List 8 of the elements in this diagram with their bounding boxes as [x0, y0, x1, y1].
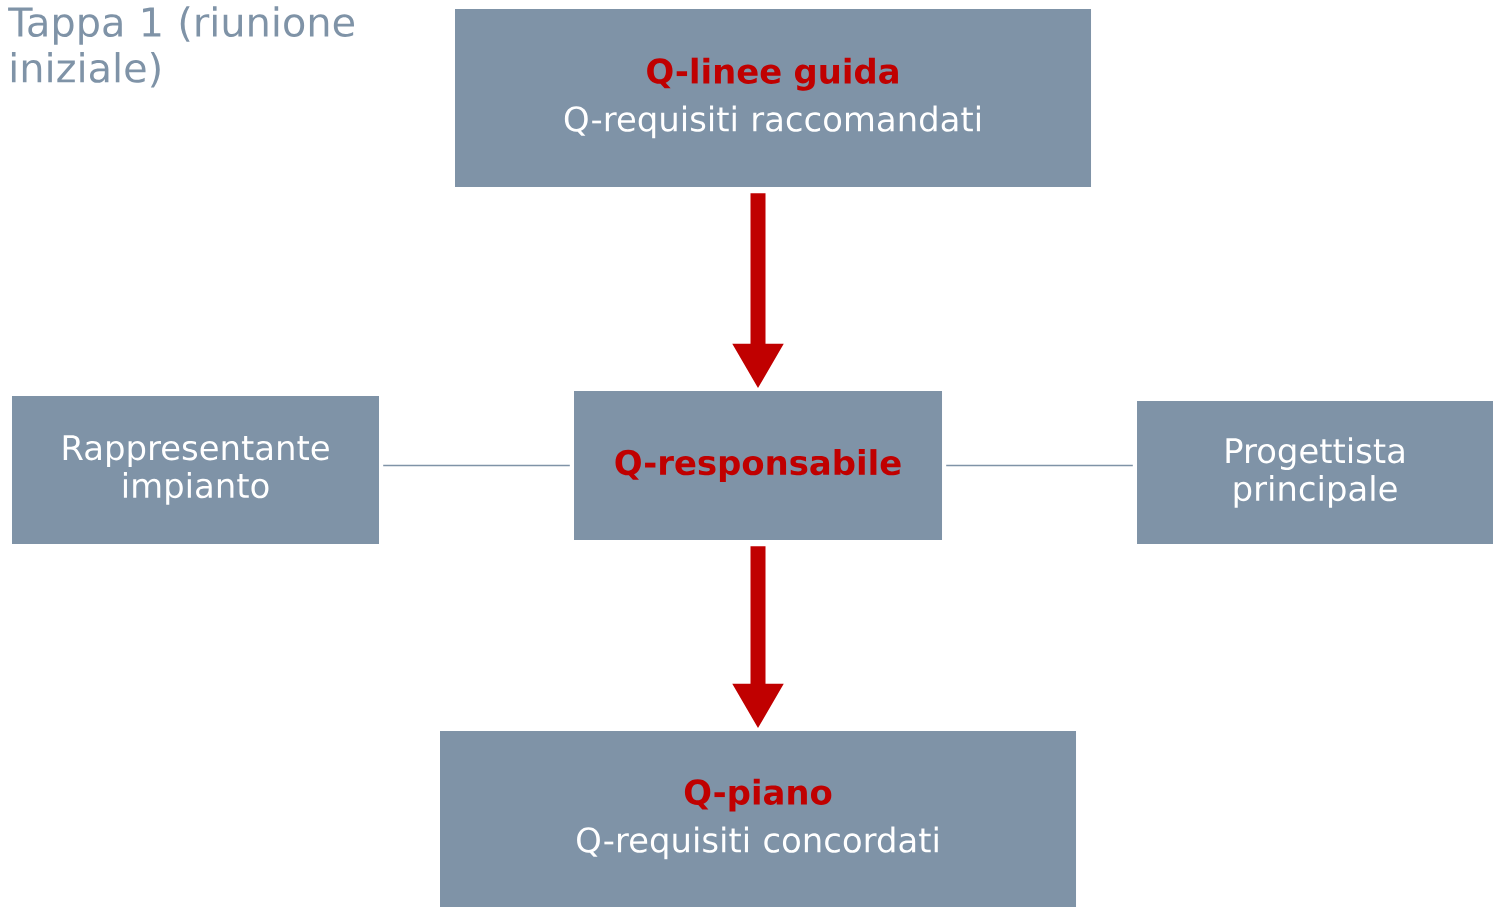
connector-line	[382, 464, 571, 467]
process-box: Q-linee guida Q-requisiti raccomandati	[455, 9, 1091, 187]
connector-line	[945, 464, 1134, 467]
process-box: Q-responsabile	[574, 391, 942, 540]
process-box: Q-piano Q-requisiti concordati	[440, 731, 1076, 907]
title: Tappa 1 (riunione iniziale)	[8, 6, 354, 88]
process-box: Rappresentante impianto	[12, 396, 379, 544]
process-box: Progettista principale	[1137, 401, 1493, 544]
